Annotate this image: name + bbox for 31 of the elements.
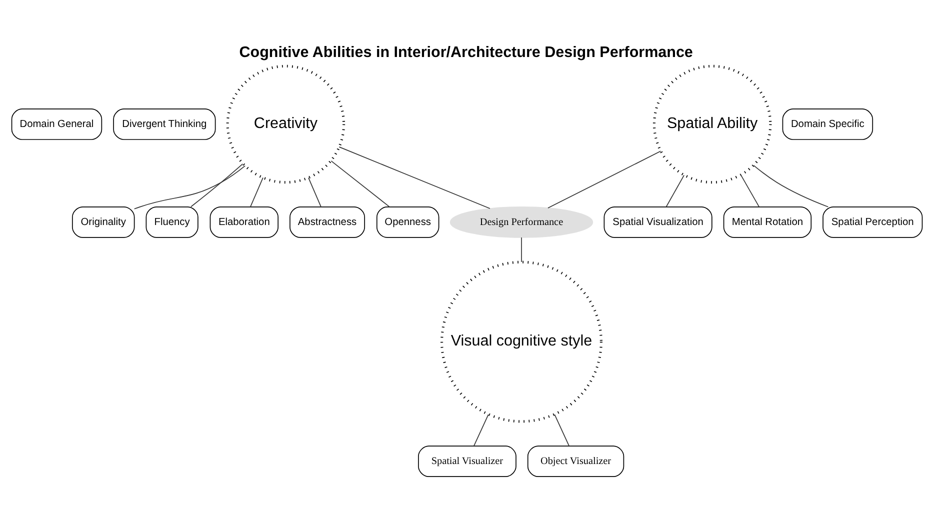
node-box: Mental Rotation <box>723 206 812 238</box>
node-box: Fluency <box>146 206 198 238</box>
connector <box>521 237 522 262</box>
diagram-title: Cognitive Abilities in Interior/Architecture Design Performance <box>239 44 693 62</box>
node-box: Originality <box>72 206 135 238</box>
node-box: Spatial Visualization <box>604 206 712 238</box>
connector <box>753 165 829 208</box>
node-circle: Creativity <box>226 64 346 184</box>
node-box: Divergent Thinking <box>113 108 216 140</box>
connector <box>190 163 244 208</box>
node-box: Domain General <box>11 108 102 140</box>
connector <box>548 150 662 208</box>
connector <box>308 177 322 208</box>
connector <box>554 414 570 446</box>
connector <box>473 414 489 446</box>
node-circle: Visual cognitive style <box>440 260 602 423</box>
connector <box>740 174 760 207</box>
connector <box>134 165 246 210</box>
node-box: Elaboration <box>210 206 278 238</box>
connector <box>250 177 264 208</box>
node-box: Openness <box>376 206 440 238</box>
node-box: Spatial Visualizer <box>418 446 516 478</box>
connector <box>666 174 684 208</box>
node-box: Domain Specific <box>782 108 874 140</box>
node-circle: Spatial Ability <box>652 64 772 184</box>
connector <box>338 146 490 209</box>
node-ellipse: Design Performance <box>450 206 594 238</box>
connector <box>330 160 390 208</box>
node-box: Object Visualizer <box>527 446 624 478</box>
node-box: Spatial Perception <box>822 206 923 238</box>
node-box: Abstractness <box>290 206 366 238</box>
